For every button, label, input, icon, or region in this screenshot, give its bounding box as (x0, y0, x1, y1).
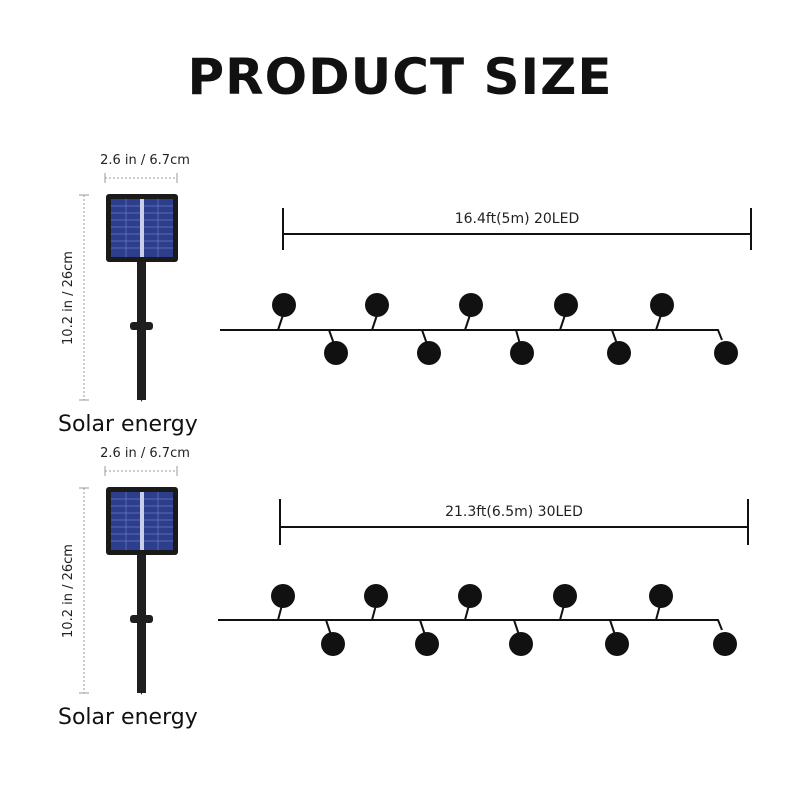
led-bulb-icon (459, 293, 483, 317)
panel-width-dimension: 2.6 in / 6.7cm (100, 446, 190, 476)
height-dimension: 10.2 in / 26cm (61, 194, 89, 401)
led-bulb-icon (649, 584, 673, 608)
panel-width-label: 2.6 in / 6.7cm (100, 446, 190, 461)
led-bulb-icon (510, 341, 534, 365)
led-bulb-icon (553, 584, 577, 608)
led-bulb-icon (605, 632, 629, 656)
led-bulb-icon (324, 341, 348, 365)
led-bulb-icon (607, 341, 631, 365)
light-string (218, 584, 737, 656)
led-bulb-icon (650, 293, 674, 317)
led-bulb-icon (364, 584, 388, 608)
string-length-label: 21.3ft(6.5m) 30LED (445, 504, 583, 520)
led-bulb-icon (271, 584, 295, 608)
string-length-label: 16.4ft(5m) 20LED (455, 211, 580, 227)
string-length-dimension: 21.3ft(6.5m) 30LED (279, 499, 749, 545)
led-bulb-icon (713, 632, 737, 656)
product-diagram-1: 2.6 in / 6.7cm 10.2 in / 26cm (58, 153, 752, 437)
solar-panel-icon (106, 487, 178, 555)
height-dimension: 10.2 in / 26cm (61, 487, 89, 694)
led-bulb-icon (509, 632, 533, 656)
led-bulb-icon (714, 341, 738, 365)
panel-width-dimension: 2.6 in / 6.7cm (100, 153, 190, 183)
led-bulb-icon (321, 632, 345, 656)
panel-width-label: 2.6 in / 6.7cm (100, 153, 190, 168)
ground-stake-icon (130, 555, 153, 695)
light-string (220, 293, 738, 365)
ground-stake-icon (130, 262, 153, 402)
led-bulb-icon (417, 341, 441, 365)
caption: Solar energy (58, 412, 198, 437)
height-label: 10.2 in / 26cm (61, 544, 76, 638)
solar-panel-icon (106, 194, 178, 262)
caption: Solar energy (58, 705, 198, 730)
led-bulb-icon (415, 632, 439, 656)
string-length-dimension: 16.4ft(5m) 20LED (282, 208, 752, 250)
led-bulb-icon (365, 293, 389, 317)
page-title: PRODUCT SIZE (187, 48, 613, 106)
product-diagram-2: 2.6 in / 6.7cm 10.2 in / 26cm (58, 446, 749, 730)
led-bulb-icon (272, 293, 296, 317)
led-bulb-icon (458, 584, 482, 608)
led-bulb-icon (554, 293, 578, 317)
height-label: 10.2 in / 26cm (61, 251, 76, 345)
